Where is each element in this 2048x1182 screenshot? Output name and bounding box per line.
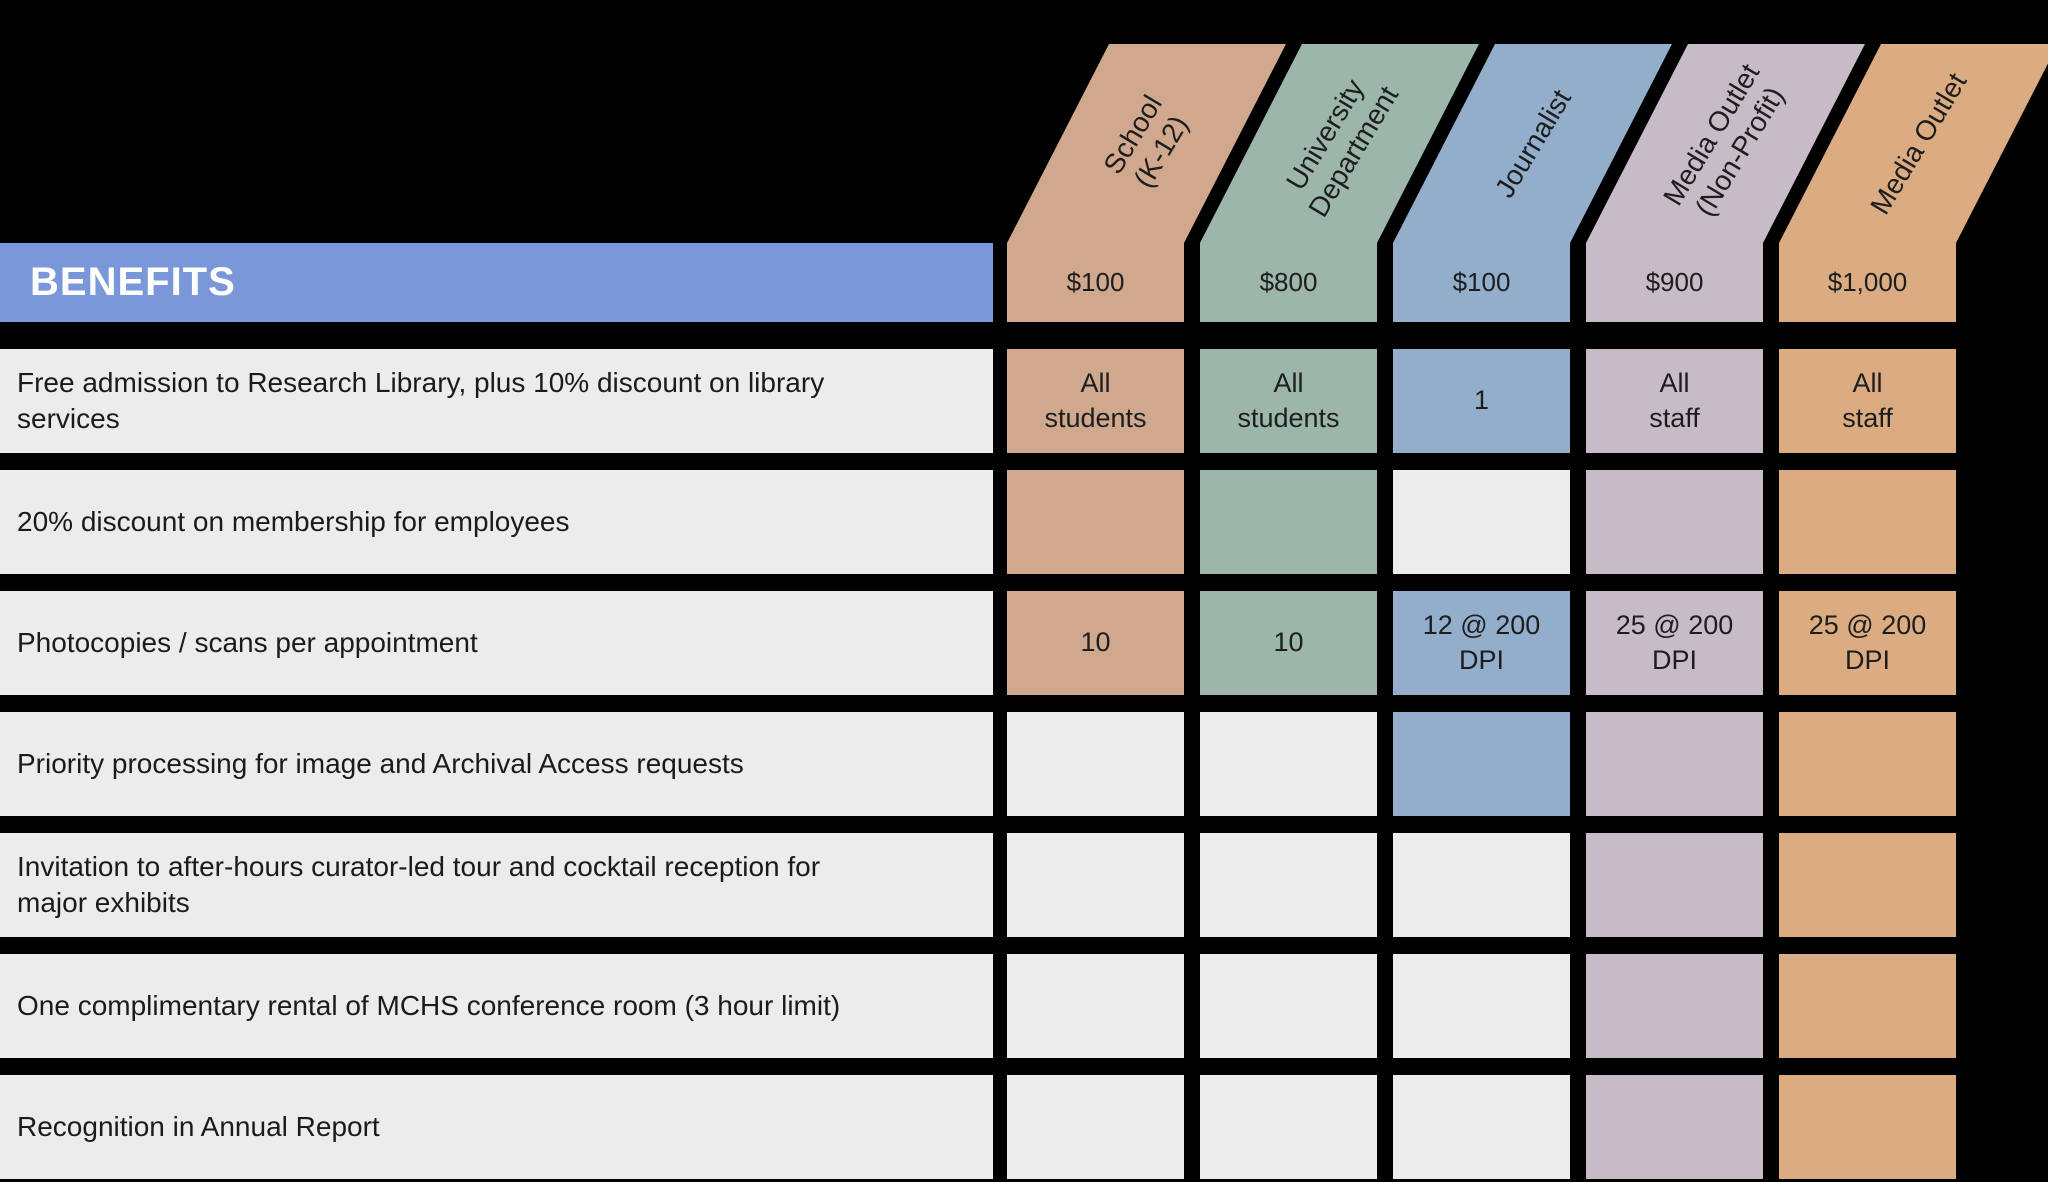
tier-name: Media Outlet [1864,67,1973,220]
benefit-cell [1200,470,1377,574]
benefit-row-label: Priority processing for image and Archiv… [0,712,993,816]
benefit-cell [1007,470,1184,574]
benefit-cell: All staff [1779,349,1956,453]
benefit-cell [1586,470,1763,574]
benefit-row-label: Invitation to after-hours curator-led to… [0,833,993,937]
benefit-cell [1779,470,1956,574]
benefit-cell [1779,833,1956,937]
benefit-cell [1586,833,1763,937]
tier-price: $1,000 [1827,267,1908,297]
benefit-cell [1779,712,1956,816]
benefit-cell: All students [1007,349,1184,453]
benefit-cell [1393,833,1570,937]
benefit-cell: All staff [1586,349,1763,453]
benefit-row-label: Photocopies / scans per appointment [0,591,993,695]
benefit-cell [1200,1075,1377,1179]
benefit-cell [1393,954,1570,1058]
benefit-cell: 1 [1393,349,1570,453]
tier-price: $800 [1259,267,1318,297]
benefit-cell [1200,954,1377,1058]
benefit-cell [1200,833,1377,937]
benefit-row-label: Free admission to Research Library, plus… [0,349,993,453]
benefit-cell [1200,712,1377,816]
benefit-row-label: 20% discount on membership for employees [0,470,993,574]
tier-price: $900 [1645,267,1704,297]
benefit-cell [1007,954,1184,1058]
benefit-cell [1779,1075,1956,1179]
table-title: BENEFITS [30,260,236,304]
benefit-cell: 25 @ 200 DPI [1586,591,1763,695]
benefit-cell: 12 @ 200 DPI [1393,591,1570,695]
benefit-cell [1393,1075,1570,1179]
tier-name: Media Outlet (Non-Profit) [1657,58,1791,223]
benefit-cell [1586,954,1763,1058]
tier-name: Journalist [1488,84,1577,203]
benefits-header-bar: BENEFITS [0,243,993,322]
benefit-cell: 25 @ 200 DPI [1779,591,1956,695]
benefit-cell [1393,712,1570,816]
tier-name: University Department [1280,74,1405,223]
benefit-cell: All students [1200,349,1377,453]
benefit-cell [1586,1075,1763,1179]
benefit-cell: 10 [1200,591,1377,695]
benefit-cell [1007,833,1184,937]
tier-price: $100 [1066,267,1125,297]
benefit-cell: 10 [1007,591,1184,695]
benefit-row-label: Recognition in Annual Report [0,1075,993,1179]
benefit-cell [1586,712,1763,816]
benefit-cell [1007,1075,1184,1179]
benefit-row-label: One complimentary rental of MCHS confere… [0,954,993,1058]
tier-price: $100 [1452,267,1511,297]
benefit-cell [1393,470,1570,574]
tier-name: School (K-12) [1096,90,1194,194]
benefit-cell [1007,712,1184,816]
benefit-cell [1779,954,1956,1058]
